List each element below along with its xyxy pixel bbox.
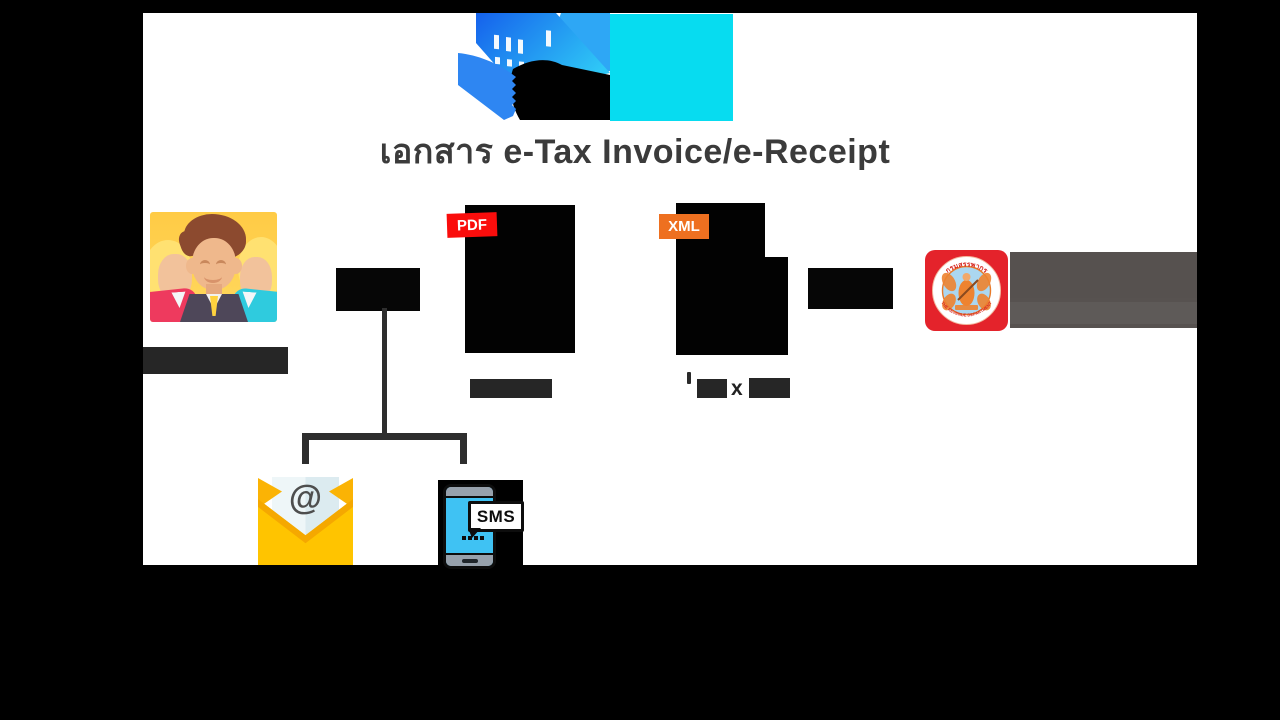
at-symbol: @	[288, 479, 323, 517]
thai-glyph-tick	[687, 372, 691, 384]
xml-file-label: x	[685, 372, 795, 400]
etax-logo	[458, 13, 733, 121]
logo-receipt-dashes	[494, 30, 551, 69]
xml-document-back-page	[765, 257, 788, 355]
xml-label-redaction-1	[697, 379, 727, 398]
sms-icon: SMS	[438, 480, 524, 569]
pdf-badge-label: PDF	[456, 215, 488, 235]
sender-label-redacted	[143, 347, 288, 374]
pdf-badge: PDF	[446, 212, 498, 238]
smile	[204, 270, 222, 283]
revenue-department-seal: กรมสรรพากร THE REVENUE DEPARTMENT	[925, 250, 1008, 331]
send-arrow-box-right	[808, 268, 893, 309]
connector-drop-right	[460, 433, 467, 464]
xml-badge-label: XML	[668, 218, 700, 235]
connector-vertical	[382, 308, 387, 437]
sms-label: SMS	[476, 506, 516, 526]
neck	[206, 284, 222, 296]
seal-figure	[957, 273, 979, 306]
logo-ribbon	[458, 53, 516, 120]
typing-dots	[462, 536, 484, 540]
email-icon: @	[258, 477, 353, 565]
receiver-label-redacted	[1010, 252, 1197, 328]
eye-right	[216, 260, 226, 269]
phone-top-bar	[446, 487, 493, 498]
page-title: เอกสาร e-Tax Invoice/e-Receipt	[379, 133, 891, 171]
xml-label-visible-char: x	[731, 377, 743, 400]
connector-horizontal	[302, 433, 467, 440]
xml-label-redaction-2	[749, 378, 790, 398]
phone-home-button	[461, 559, 478, 563]
logo-cyan-block	[610, 14, 733, 121]
phone-bottom-bar	[446, 553, 493, 566]
seal-ornament	[941, 272, 992, 311]
sms-speech-bubble: SMS	[468, 501, 524, 538]
people-illustration	[150, 212, 277, 322]
pdf-label-redacted	[470, 379, 552, 398]
receiver-label-line1	[1010, 252, 1197, 298]
connector-drop-left	[302, 433, 309, 464]
center-tie	[210, 296, 218, 316]
receiver-label-line2	[1010, 302, 1197, 324]
eye-left	[200, 260, 210, 269]
logo-hand-silhouette	[510, 60, 610, 120]
xml-badge: XML	[659, 214, 709, 239]
send-arrow-box-left	[336, 268, 420, 311]
